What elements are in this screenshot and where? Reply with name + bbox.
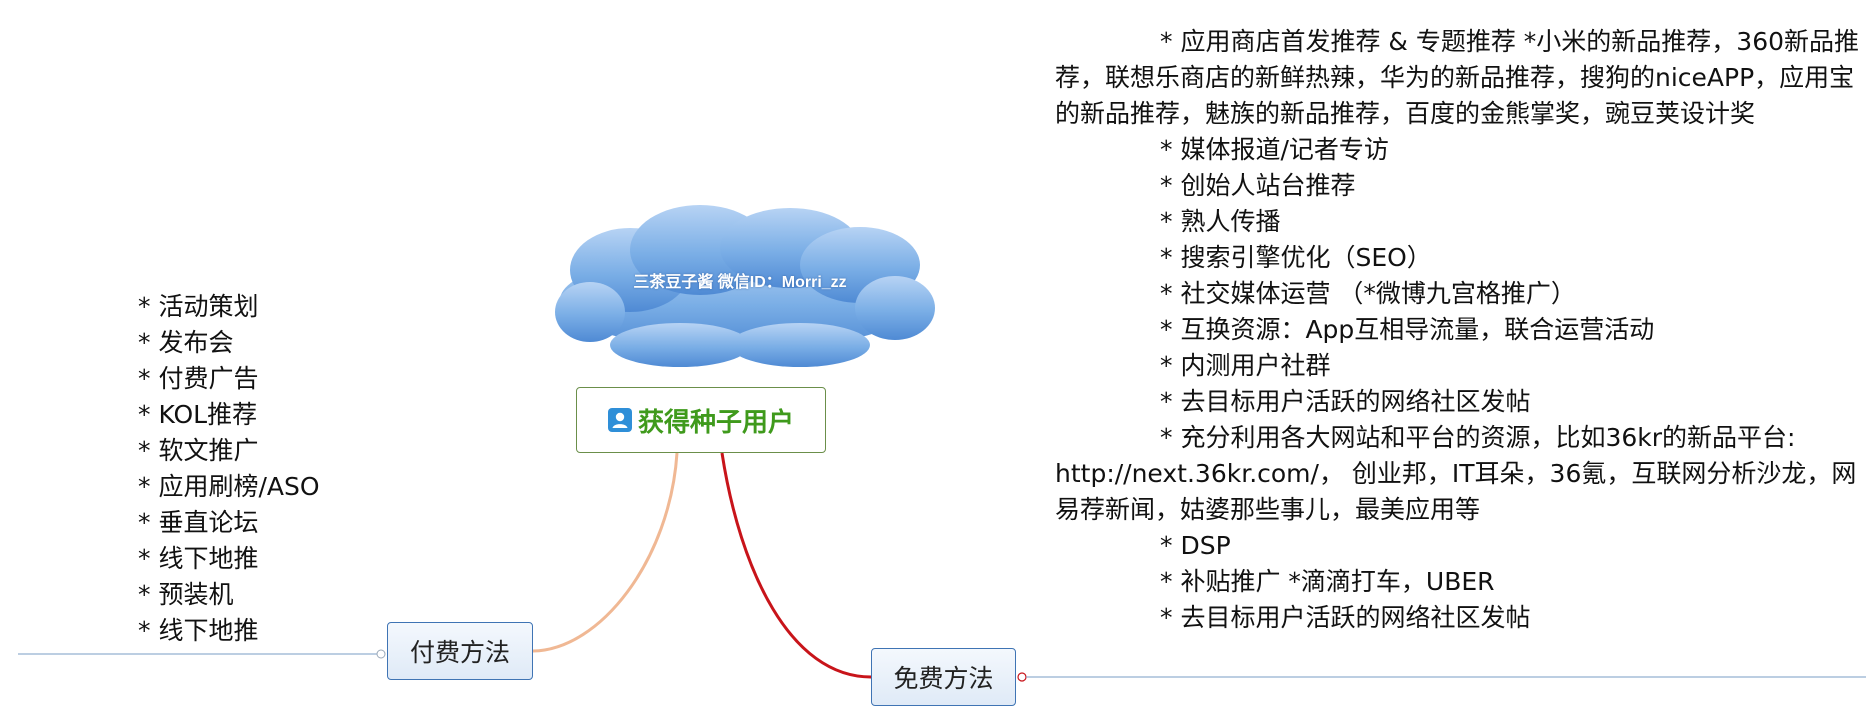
free-connector bbox=[720, 452, 872, 679]
cloud-shape bbox=[555, 205, 935, 367]
list-item: * KOL推荐 bbox=[138, 400, 258, 429]
list-item: * 付费广告 bbox=[138, 364, 259, 393]
free-methods-notes[interactable]: * 应用商店首发推荐 & 专题推荐 *小米的新品推荐，360新品推荐，联想乐商店… bbox=[1055, 24, 1865, 636]
free-methods-label: 免费方法 bbox=[893, 664, 994, 693]
list-item: * 充分利用各大网站和平台的资源，比如36kr的新品平台: http://nex… bbox=[1055, 423, 1857, 524]
list-item: * 预装机 bbox=[138, 580, 234, 609]
list-item: * 去目标用户活跃的网络社区发帖 bbox=[1160, 603, 1531, 632]
paid-methods-label: 付费方法 bbox=[409, 638, 510, 667]
paid-collapse-handle[interactable] bbox=[376, 649, 386, 659]
central-topic[interactable]: 获得种子用户 bbox=[576, 387, 826, 453]
list-item: * 去目标用户活跃的网络社区发帖 bbox=[1160, 387, 1531, 416]
paid-methods-list[interactable]: * 活动策划 * 发布会 * 付费广告 * KOL推荐 * 软文推广 * 应用刷… bbox=[138, 289, 320, 649]
list-item: * 应用刷榜/ASO bbox=[138, 472, 320, 501]
paid-connector bbox=[532, 452, 679, 653]
list-item: * 创始人站台推荐 bbox=[1160, 171, 1356, 200]
list-item: * 补贴推广 *滴滴打车，UBER bbox=[1160, 567, 1495, 596]
list-item: * 软文推广 bbox=[138, 436, 259, 465]
list-item: * 应用商店首发推荐 & 专题推荐 *小米的新品推荐，360新品推荐，联想乐商店… bbox=[1055, 27, 1860, 128]
cloud-label: 三茶豆子酱 微信ID：Morri_zz bbox=[633, 274, 847, 291]
list-item: * 搜索引擎优化（SEO） bbox=[1160, 243, 1432, 272]
user-icon bbox=[607, 408, 632, 432]
list-item: * 活动策划 bbox=[138, 292, 259, 321]
list-item: * 媒体报道/记者专访 bbox=[1160, 135, 1389, 164]
list-item: * 发布会 bbox=[138, 328, 234, 357]
list-item: * DSP bbox=[1160, 531, 1231, 560]
list-item: * 垂直论坛 bbox=[138, 508, 259, 537]
list-item: * 线下地推 bbox=[138, 544, 259, 573]
free-methods-node[interactable]: 免费方法 bbox=[871, 648, 1016, 706]
free-collapse-handle[interactable] bbox=[1017, 672, 1027, 682]
list-item: * 线下地推 bbox=[138, 616, 259, 645]
list-item: * 熟人传播 bbox=[1160, 207, 1281, 236]
list-item: * 社交媒体运营 （*微博九宫格推广） bbox=[1160, 279, 1576, 308]
list-item: * 内测用户社群 bbox=[1160, 351, 1331, 380]
central-topic-title: 获得种子用户 bbox=[637, 407, 794, 438]
list-item: * 互换资源：App互相导流量，联合运营活动 bbox=[1160, 315, 1655, 344]
paid-methods-node[interactable]: 付费方法 bbox=[387, 622, 533, 680]
